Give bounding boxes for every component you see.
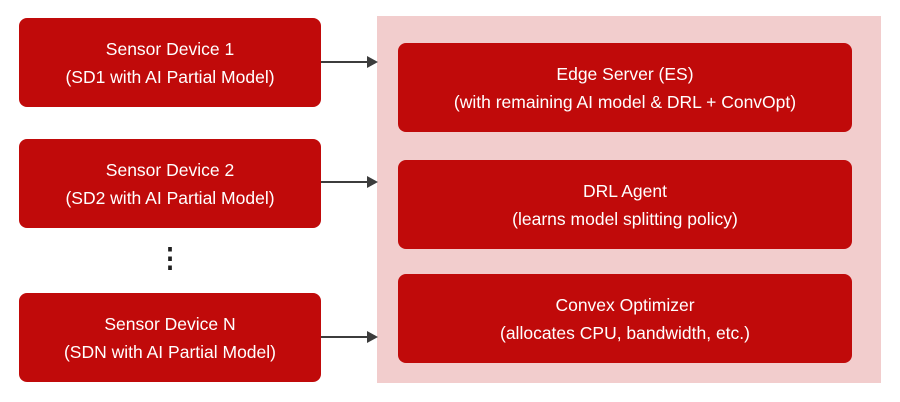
sensor-device-2-box: Sensor Device 2 (SD2 with AI Partial Mod… — [19, 139, 321, 228]
convex-optimizer-box: Convex Optimizer (allocates CPU, bandwid… — [398, 274, 852, 363]
arrow-shaft — [321, 181, 368, 183]
arrow-right-icon — [321, 56, 378, 68]
sensor-device-n-box: Sensor Device N (SDN with AI Partial Mod… — [19, 293, 321, 382]
vertical-ellipsis-icon: ⋮ — [156, 242, 184, 273]
convex-optimizer-title: Convex Optimizer — [555, 294, 695, 315]
arrow-right-icon — [321, 331, 378, 343]
sensor-device-1-subtitle: (SD1 with AI Partial Model) — [65, 66, 275, 87]
edge-server-title: Edge Server (ES) — [556, 63, 694, 84]
drl-agent-title: DRL Agent — [583, 180, 667, 201]
drl-agent-box: DRL Agent (learns model splitting policy… — [398, 160, 852, 249]
arrow-shaft — [321, 336, 368, 338]
edge-server-panel: Edge Server (ES) (with remaining AI mode… — [377, 16, 881, 383]
arrow-shaft — [321, 61, 368, 63]
sensor-device-1-box: Sensor Device 1 (SD1 with AI Partial Mod… — [19, 18, 321, 107]
drl-agent-subtitle: (learns model splitting policy) — [512, 208, 738, 229]
arrow-head — [367, 56, 378, 68]
sensor-device-2-title: Sensor Device 2 — [105, 159, 235, 180]
sensor-device-1-title: Sensor Device 1 — [105, 38, 235, 59]
sensor-device-2-subtitle: (SD2 with AI Partial Model) — [65, 187, 275, 208]
edge-server-box: Edge Server (ES) (with remaining AI mode… — [398, 43, 852, 132]
sensor-device-n-title: Sensor Device N — [104, 313, 236, 334]
arrow-right-icon — [321, 176, 378, 188]
convex-optimizer-subtitle: (allocates CPU, bandwidth, etc.) — [500, 322, 750, 343]
sensor-device-n-subtitle: (SDN with AI Partial Model) — [63, 341, 276, 362]
arrow-head — [367, 176, 378, 188]
edge-server-subtitle: (with remaining AI model & DRL + ConvOpt… — [453, 91, 797, 112]
arrow-head — [367, 331, 378, 343]
